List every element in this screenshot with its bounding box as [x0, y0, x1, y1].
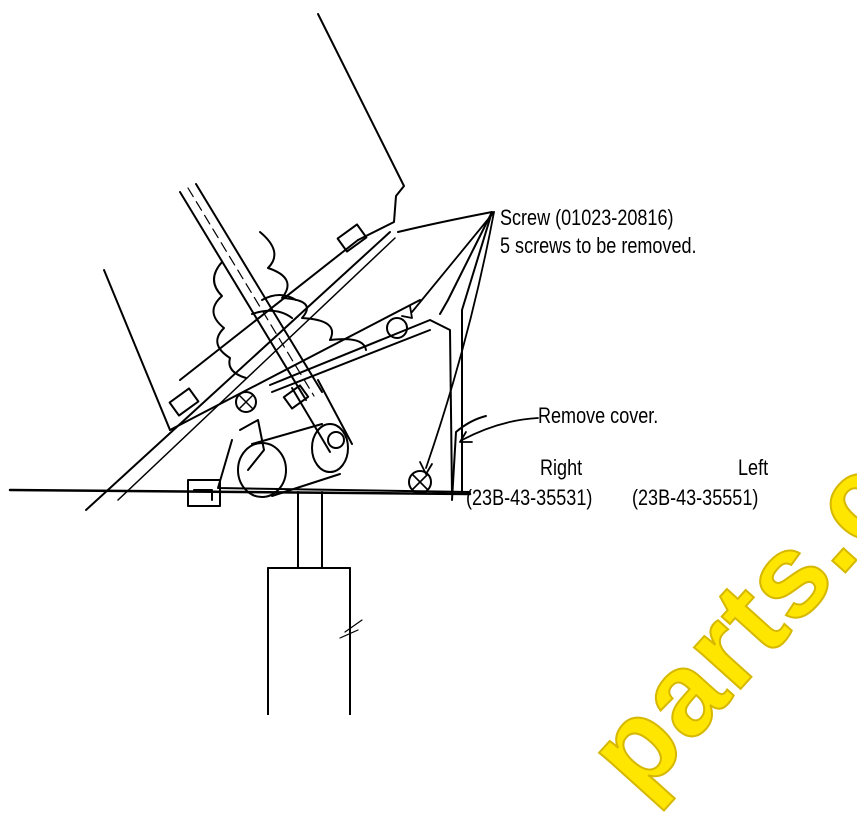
screw-count-note: 5 screws to be removed.: [500, 233, 697, 258]
lever-shaft: [179, 183, 353, 453]
right-part-number: (23B-43-35531): [466, 485, 593, 510]
screw-heads: [168, 223, 408, 417]
screw-part-label: Screw (01023-20816): [500, 205, 674, 230]
support-frame: [85, 231, 421, 511]
right-side-label: Right: [540, 455, 583, 480]
cover-removal-diagram: [8, 13, 539, 715]
leader-lines: [401, 211, 539, 475]
upper-panel: [103, 13, 405, 431]
left-side-label: Left: [738, 455, 769, 480]
left-part-number: (23B-43-35551): [632, 485, 759, 510]
remove-cover-label: Remove cover.: [538, 403, 659, 428]
rubber-boot: [212, 231, 367, 379]
ground-line: [8, 488, 472, 496]
cover-panel: [269, 211, 493, 501]
cover-screw: [408, 470, 432, 494]
lower-column: [267, 491, 363, 715]
